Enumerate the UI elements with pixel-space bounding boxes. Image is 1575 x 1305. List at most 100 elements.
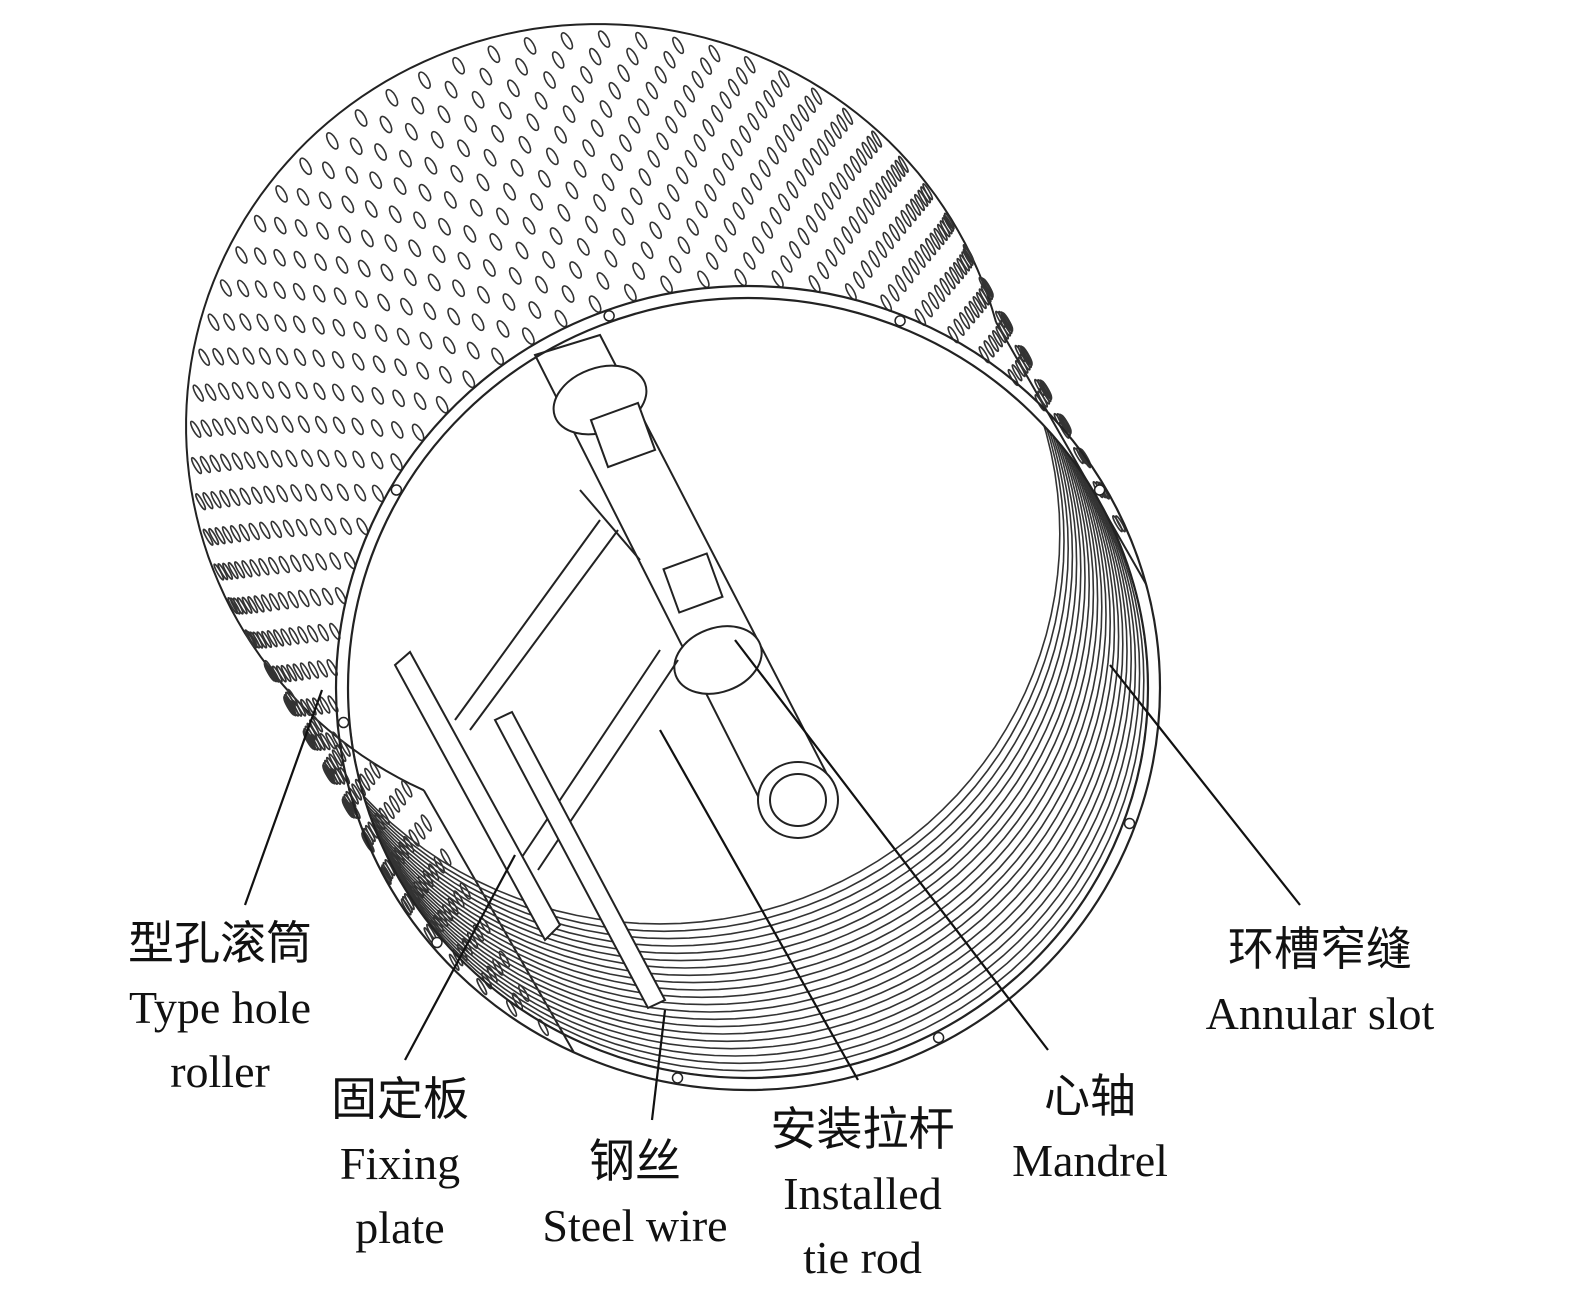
type-hole [975, 291, 987, 310]
type-hole [251, 416, 264, 434]
type-hole [794, 169, 807, 187]
label-installed-tie-rod: 安装拉杆 Installed tie rod [745, 1098, 980, 1290]
type-hole [413, 211, 427, 230]
type-hole [675, 166, 689, 185]
type-hole [342, 796, 354, 814]
type-hole [580, 66, 593, 84]
type-hole [420, 814, 433, 832]
type-hole [369, 171, 383, 190]
type-hole [597, 30, 611, 48]
type-hole [939, 277, 951, 296]
type-hole [393, 177, 407, 195]
type-hole [319, 696, 331, 714]
type-hole [619, 134, 632, 152]
type-hole [430, 130, 444, 149]
type-hole [314, 415, 328, 434]
type-hole [209, 454, 221, 473]
type-hole [277, 592, 290, 610]
type-hole [266, 630, 278, 648]
rim-bolts [337, 310, 1136, 1084]
type-hole [210, 491, 222, 509]
type-hole [447, 307, 461, 326]
type-hole [833, 237, 846, 255]
type-hole [901, 265, 914, 284]
type-hole [964, 306, 976, 324]
label-zh: 安装拉杆 [770, 1104, 955, 1155]
type-hole [927, 291, 940, 310]
leader-lines [243, 639, 1301, 1121]
type-hole [262, 381, 275, 399]
type-hole [561, 285, 575, 303]
type-hole [351, 352, 365, 371]
type-hole [242, 347, 255, 365]
type-hole [596, 272, 610, 290]
type-hole [400, 898, 412, 916]
type-hole [244, 629, 256, 647]
type-hole [312, 316, 325, 335]
type-hole [297, 589, 310, 608]
type-hole [318, 191, 332, 210]
type-hole [705, 252, 719, 270]
type-hole [235, 246, 248, 264]
type-hole [404, 122, 418, 141]
type-hole [452, 279, 466, 298]
type-hole [305, 698, 317, 716]
type-hole [192, 384, 205, 402]
type-hole [825, 249, 838, 267]
type-hole [258, 521, 271, 540]
type-hole [207, 313, 220, 331]
type-hole [399, 149, 412, 168]
type-hole [537, 169, 551, 188]
type-hole [1011, 364, 1023, 382]
type-hole [273, 248, 286, 267]
type-hole [588, 47, 602, 66]
type-hole [569, 261, 583, 279]
type-hole [303, 727, 315, 746]
type-hole [372, 355, 386, 374]
type-hole [353, 321, 366, 340]
mandrel-shaft [533, 333, 839, 839]
type-hole [448, 953, 460, 971]
type-hole [612, 228, 626, 246]
type-hole [388, 795, 401, 813]
type-hole [719, 91, 732, 109]
type-hole [253, 595, 265, 613]
type-hole [629, 187, 643, 206]
type-hole [351, 783, 363, 801]
type-hole [296, 188, 310, 206]
type-hole [463, 225, 477, 243]
type-hole [697, 270, 710, 289]
type-hole [390, 421, 404, 439]
type-hole [908, 257, 920, 276]
type-hole [797, 104, 810, 122]
type-hole [309, 588, 322, 607]
type-hole [882, 231, 894, 250]
type-hole [408, 239, 422, 258]
label-zh: 固定板 [331, 1074, 469, 1125]
type-hole [276, 484, 289, 503]
type-hole [522, 216, 536, 235]
type-hole [340, 517, 353, 536]
type-hole [968, 300, 980, 319]
type-hole [841, 107, 854, 125]
type-hole [199, 455, 212, 474]
type-hole [418, 183, 432, 202]
type-hole [714, 234, 728, 253]
type-hole [280, 628, 292, 646]
type-hole [910, 198, 922, 216]
type-hole [295, 381, 308, 400]
type-hole [270, 450, 283, 468]
type-hole [774, 135, 787, 153]
type-hole [534, 91, 548, 110]
type-hole [399, 297, 413, 316]
type-hole [601, 173, 615, 192]
type-hole [656, 132, 669, 151]
type-hole [890, 164, 902, 182]
type-hole [836, 172, 849, 190]
type-hole [190, 456, 203, 475]
type-hole [292, 663, 304, 681]
type-hole [557, 203, 571, 222]
type-hole [317, 623, 330, 642]
type-hole [526, 113, 540, 132]
type-hole [273, 629, 285, 647]
